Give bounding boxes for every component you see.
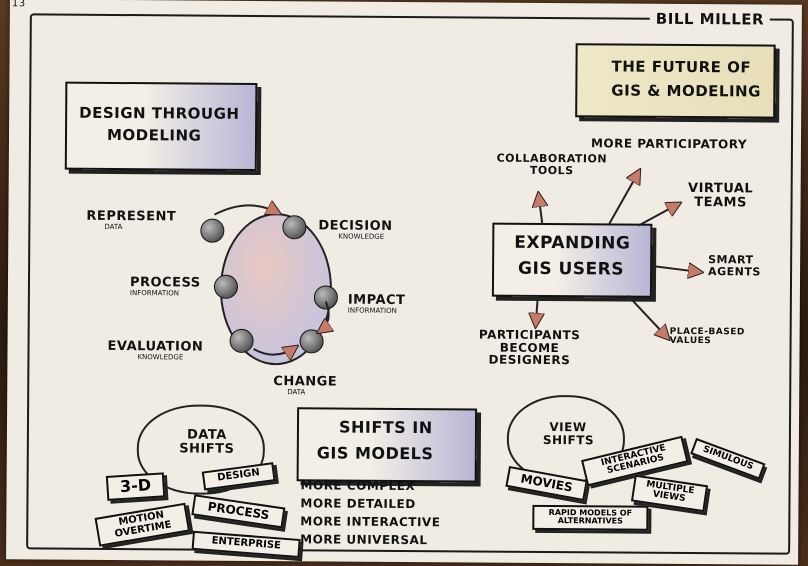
arrow-place <box>627 294 668 338</box>
arrow-smart <box>649 266 700 272</box>
arrow-participatory <box>607 171 638 226</box>
arrow-cycle-bottom <box>253 347 295 355</box>
arrow-cycle-right <box>320 301 329 331</box>
arrows-layer <box>214 0 802 565</box>
arrow-cycle-top <box>214 205 278 216</box>
poster-board: 13 BILL MILLER THE FUTURE OF GIS & MODEL… <box>6 0 802 565</box>
arrow-participants <box>536 294 538 325</box>
arrow-virtual <box>637 204 678 227</box>
arrow-collab <box>538 195 542 226</box>
